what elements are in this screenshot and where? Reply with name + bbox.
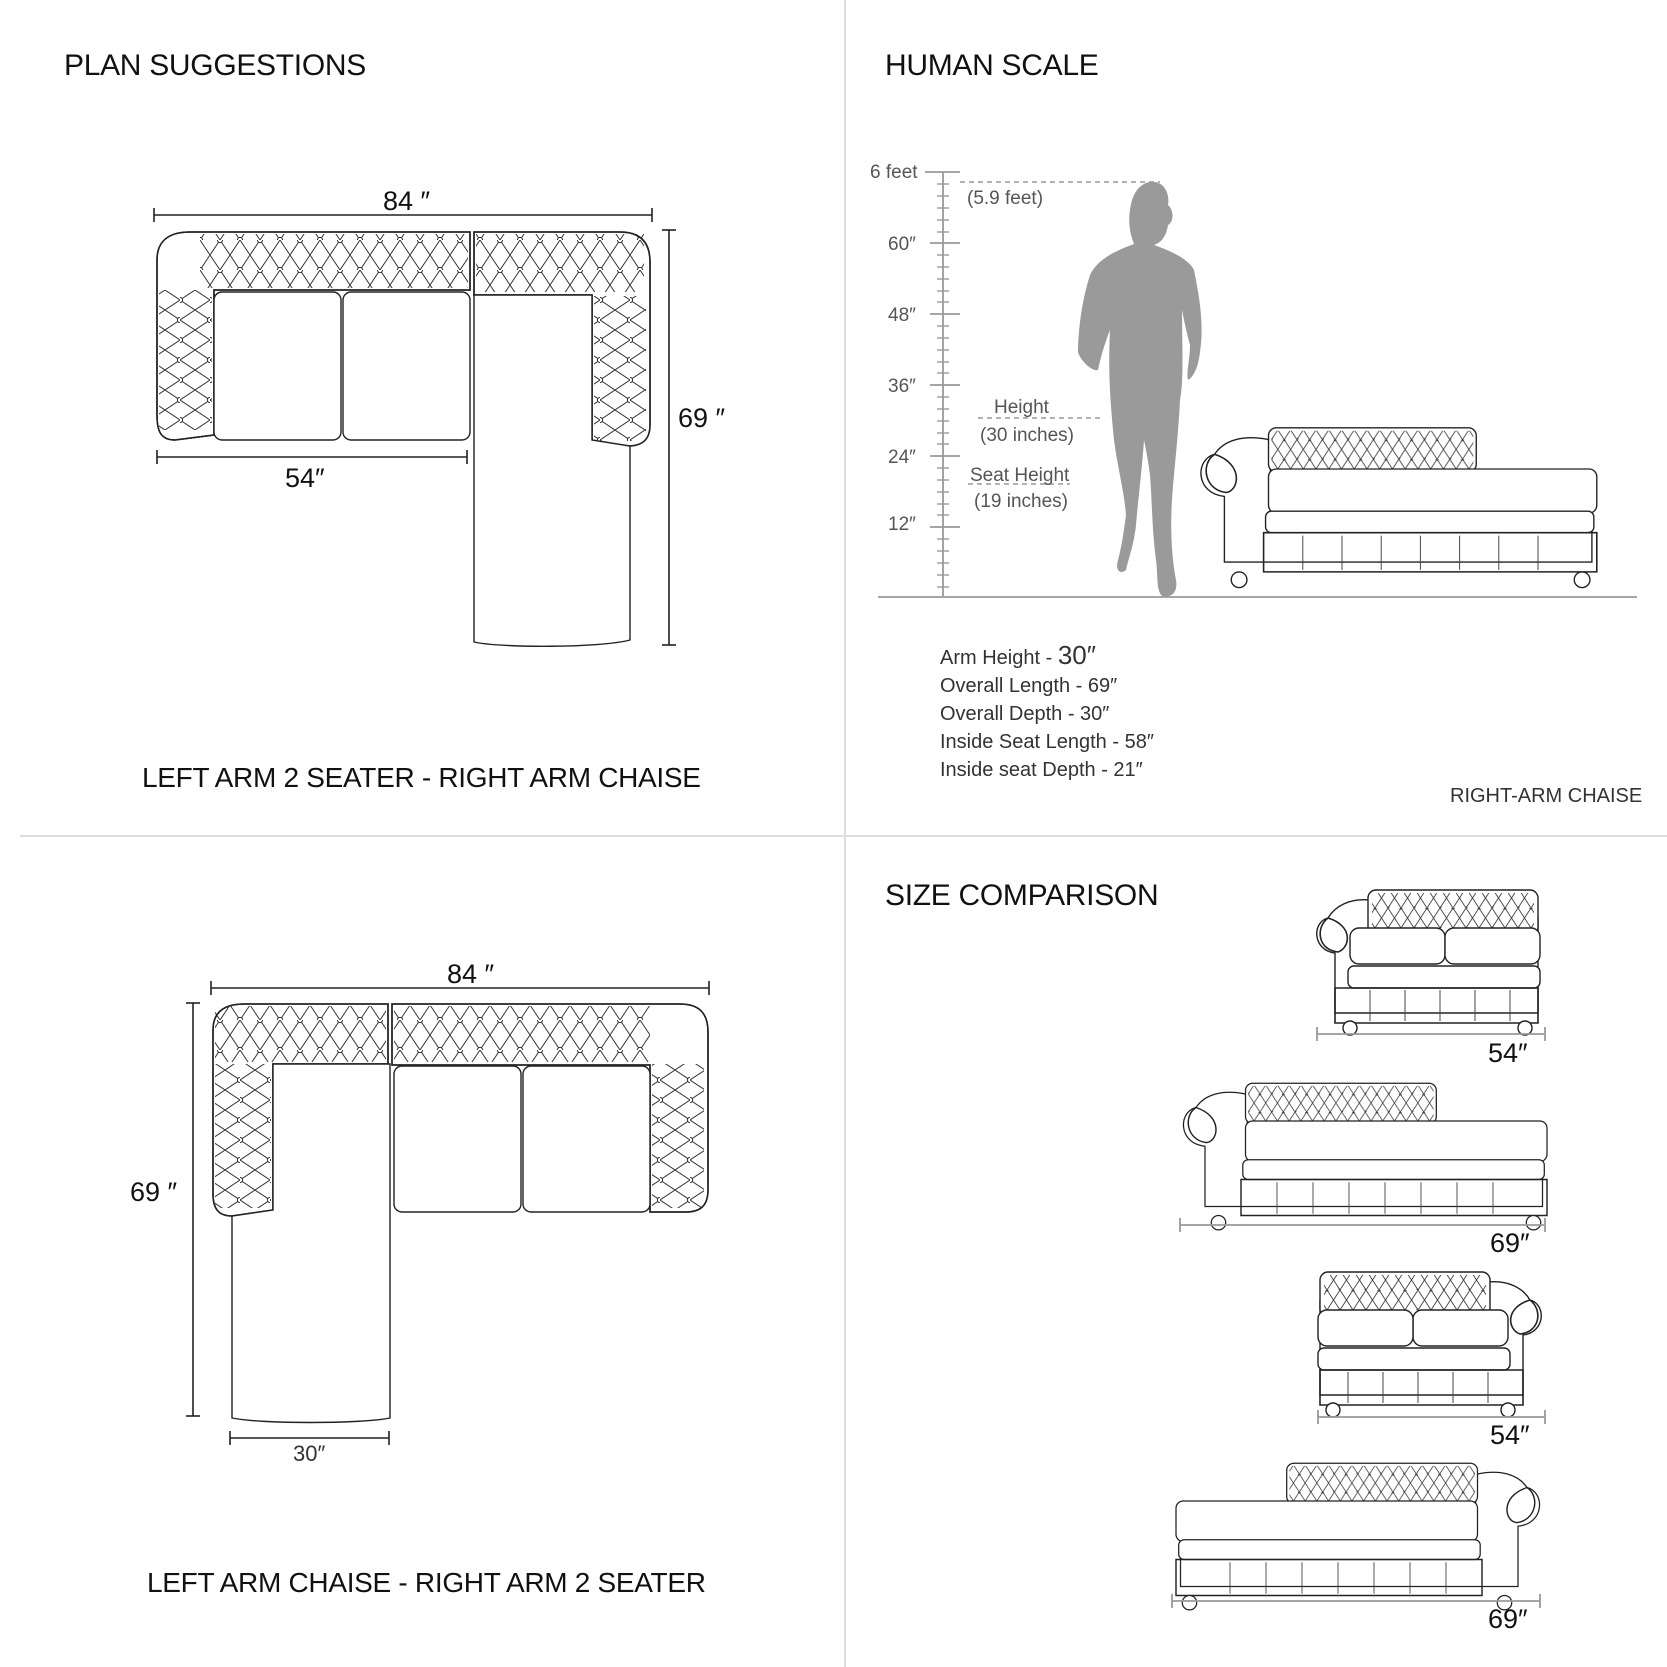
plan-bottom-depth-label: 69 ″ xyxy=(130,1177,178,1207)
seat-height-value: (19 inches) xyxy=(974,491,1068,512)
product-label: RIGHT-ARM CHAISE xyxy=(1450,785,1642,807)
back-height-label: Height xyxy=(994,397,1050,418)
scale-tick-48: 48″ xyxy=(888,305,916,326)
plan-top-caption: LEFT ARM 2 SEATER - RIGHT ARM CHAISE xyxy=(142,762,701,793)
size-compare-label-1: 54″ xyxy=(1488,1038,1528,1068)
spec-arm-height-value: 30″ xyxy=(1058,640,1096,670)
plan-suggestions-title: PLAN SUGGESTIONS xyxy=(64,49,366,82)
size-compare-label-3: 54″ xyxy=(1490,1420,1530,1450)
size-compare-seater-left-arm xyxy=(1315,889,1541,1036)
plan-top-drawing xyxy=(153,208,676,647)
scale-tick-60: 60″ xyxy=(888,234,916,255)
human-silhouette xyxy=(1078,181,1202,597)
size-compare-label-2: 69″ xyxy=(1490,1228,1530,1258)
size-compare-chaise-right-arm xyxy=(1182,1082,1548,1231)
size-compare-seater-right-arm xyxy=(1317,1271,1543,1418)
size-comparison-title: SIZE COMPARISON xyxy=(885,879,1158,912)
plan-top-seat-label: 54″ xyxy=(285,463,325,493)
human-scale-title: HUMAN SCALE xyxy=(885,49,1098,82)
size-compare-label-4: 69″ xyxy=(1488,1604,1528,1634)
spec-overall-length: Overall Length - 69″ xyxy=(940,675,1117,697)
scale-tick-24: 24″ xyxy=(888,447,916,468)
spec-arm-height: Arm Height - 30″ xyxy=(940,640,1096,670)
height-scale-ruler xyxy=(878,171,1637,598)
plan-bottom-chaise-label: 30″ xyxy=(293,1441,325,1466)
scale-tick-6ft: 6 feet xyxy=(870,162,918,183)
size-compare-rule-3 xyxy=(1317,1410,1546,1424)
plan-bottom-drawing xyxy=(186,981,710,1445)
size-compare-chaise-left-arm xyxy=(1175,1462,1541,1611)
size-compare-rule-2 xyxy=(1179,1218,1546,1232)
plan-top-width-label: 84 ″ xyxy=(383,186,431,216)
plan-bottom-width-label: 84 ″ xyxy=(447,959,495,989)
spec-inside-seat-length: Inside Seat Length - 58″ xyxy=(940,731,1154,753)
back-height-value: (30 inches) xyxy=(980,425,1074,446)
spec-overall-depth: Overall Depth - 30″ xyxy=(940,703,1109,725)
person-height-label: (5.9 feet) xyxy=(967,188,1043,209)
scale-tick-12: 12″ xyxy=(888,514,916,535)
size-compare-rule-4 xyxy=(1171,1594,1541,1608)
plan-top-depth-label: 69 ″ xyxy=(678,403,726,433)
size-compare-rule-1 xyxy=(1316,1027,1546,1041)
spec-arm-height-label: Arm Height - xyxy=(940,647,1058,669)
seat-height-label: Seat Height xyxy=(970,465,1070,486)
plan-bottom-caption: LEFT ARM CHAISE - RIGHT ARM 2 SEATER xyxy=(147,1567,706,1598)
scale-tick-36: 36″ xyxy=(888,376,916,397)
human-scale-chaise xyxy=(1200,427,1598,589)
spec-inside-seat-depth: Inside seat Depth - 21″ xyxy=(940,759,1143,781)
